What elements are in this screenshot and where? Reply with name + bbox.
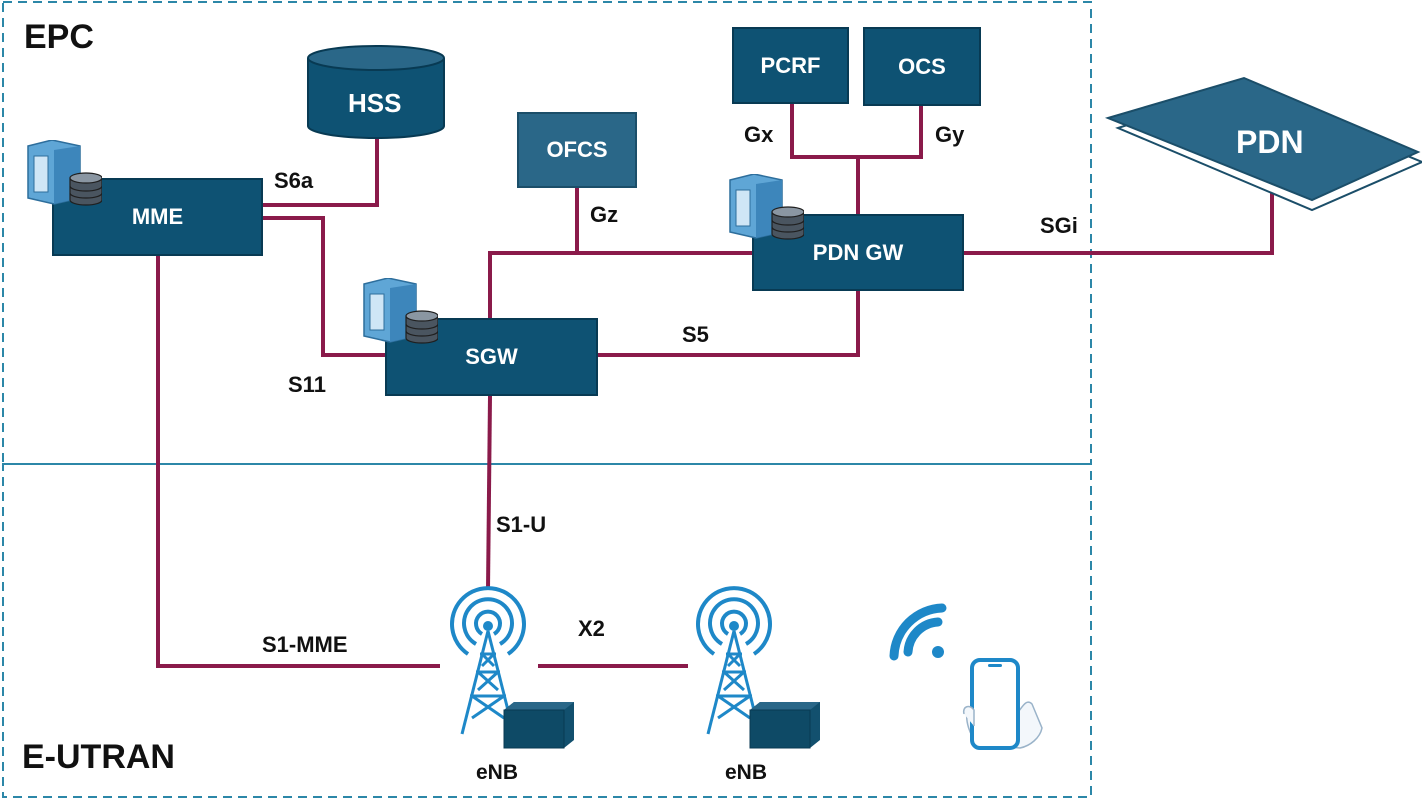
link-s6a	[263, 138, 379, 207]
gx-interface-label: Gx	[744, 122, 774, 147]
mme-server-database-icon	[27, 140, 102, 206]
gz-interface-label: Gz	[590, 202, 619, 227]
link-sgw-up	[488, 251, 752, 318]
mme-label: MME	[131, 204, 184, 229]
enb-1-cell-tower-icon	[450, 586, 574, 749]
ofcs-node: OFCS	[517, 112, 637, 188]
pdn-gw-server-database-icon	[729, 174, 804, 240]
ofcs-label: OFCS	[546, 137, 608, 162]
ocs-node: OCS	[863, 27, 981, 106]
enb-2-label: eNB	[725, 761, 768, 784]
link-s5	[598, 291, 860, 357]
s6a-interface-label: S6a	[274, 168, 314, 193]
pdn-cloud-shape	[1104, 76, 1422, 212]
eutran-region-label: E-UTRAN	[22, 738, 175, 776]
link-s1-mme	[156, 256, 440, 668]
pdn-gw-label: PDN GW	[812, 239, 904, 265]
gy-interface-label: Gy	[935, 122, 965, 147]
s1-mme-interface-label: S1-MME	[262, 632, 348, 657]
sgw-label: SGW	[465, 344, 518, 369]
hss-database-shape	[307, 45, 445, 139]
link-sgi	[964, 188, 1274, 255]
sgw-server-database-icon	[363, 278, 438, 344]
enb-2-cell-tower-icon	[696, 586, 820, 749]
s1-u-interface-label: S1-U	[496, 512, 547, 537]
smartphone-in-hand-icon	[962, 658, 1043, 750]
link-gx-gy	[790, 104, 923, 159]
wifi-signal-icon	[889, 603, 947, 661]
pcrf-label: PCRF	[760, 52, 821, 78]
s5-interface-label: S5	[682, 322, 709, 347]
enb-1-label: eNB	[476, 761, 519, 784]
epc-region-label: EPC	[24, 18, 94, 56]
sgi-interface-label: SGi	[1040, 213, 1078, 238]
link-s11	[263, 216, 385, 357]
hss-label: HSS	[348, 88, 402, 118]
ocs-label: OCS	[898, 53, 946, 79]
link-s1-u	[486, 395, 492, 591]
x2-interface-label: X2	[578, 616, 605, 641]
pdn-label: PDN	[1236, 124, 1304, 160]
s11-interface-label: S11	[288, 372, 326, 397]
pcrf-node: PCRF	[732, 27, 849, 104]
